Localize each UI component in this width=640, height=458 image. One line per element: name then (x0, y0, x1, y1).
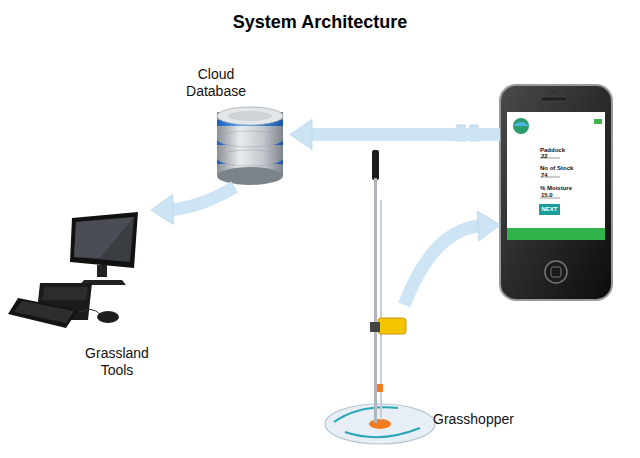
screen-text: No of Stock (540, 165, 600, 172)
computer-icon (8, 212, 138, 328)
arrow-shaft (308, 128, 500, 141)
node-label: Cloud Database (177, 66, 255, 100)
node-label: Grassland Tools (77, 345, 157, 379)
arrow-head (477, 211, 500, 241)
database-icon (217, 107, 283, 185)
flow-arrow (290, 119, 500, 149)
screen-text: NEXT (539, 206, 560, 213)
screen-text: 22 (541, 153, 561, 160)
arrow-head (151, 194, 173, 224)
diagram-title: System Architecture (0, 12, 640, 33)
phone-icon (500, 85, 612, 300)
sensor-node: Grasshopper (340, 305, 535, 450)
screen-text: Paddock (540, 147, 600, 154)
screen-text: 74 (541, 172, 561, 179)
arrow-shaft (404, 226, 482, 305)
database-node: Cloud Database (175, 62, 290, 187)
arrow-shaft (169, 187, 235, 210)
screen-text: 15.0 (541, 192, 561, 199)
grasshopper-icon (325, 150, 435, 444)
node-label: Grasshopper (433, 411, 533, 428)
phone-node: Paddock22 No of Stock74 % Moisture15.0NEXT (500, 85, 612, 300)
screen-text: % Moisture (540, 185, 600, 192)
flow-arrow (151, 187, 235, 224)
arrow-head (290, 119, 312, 149)
computer-node: Grassland Tools (15, 210, 175, 390)
flow-arrow (404, 211, 500, 305)
